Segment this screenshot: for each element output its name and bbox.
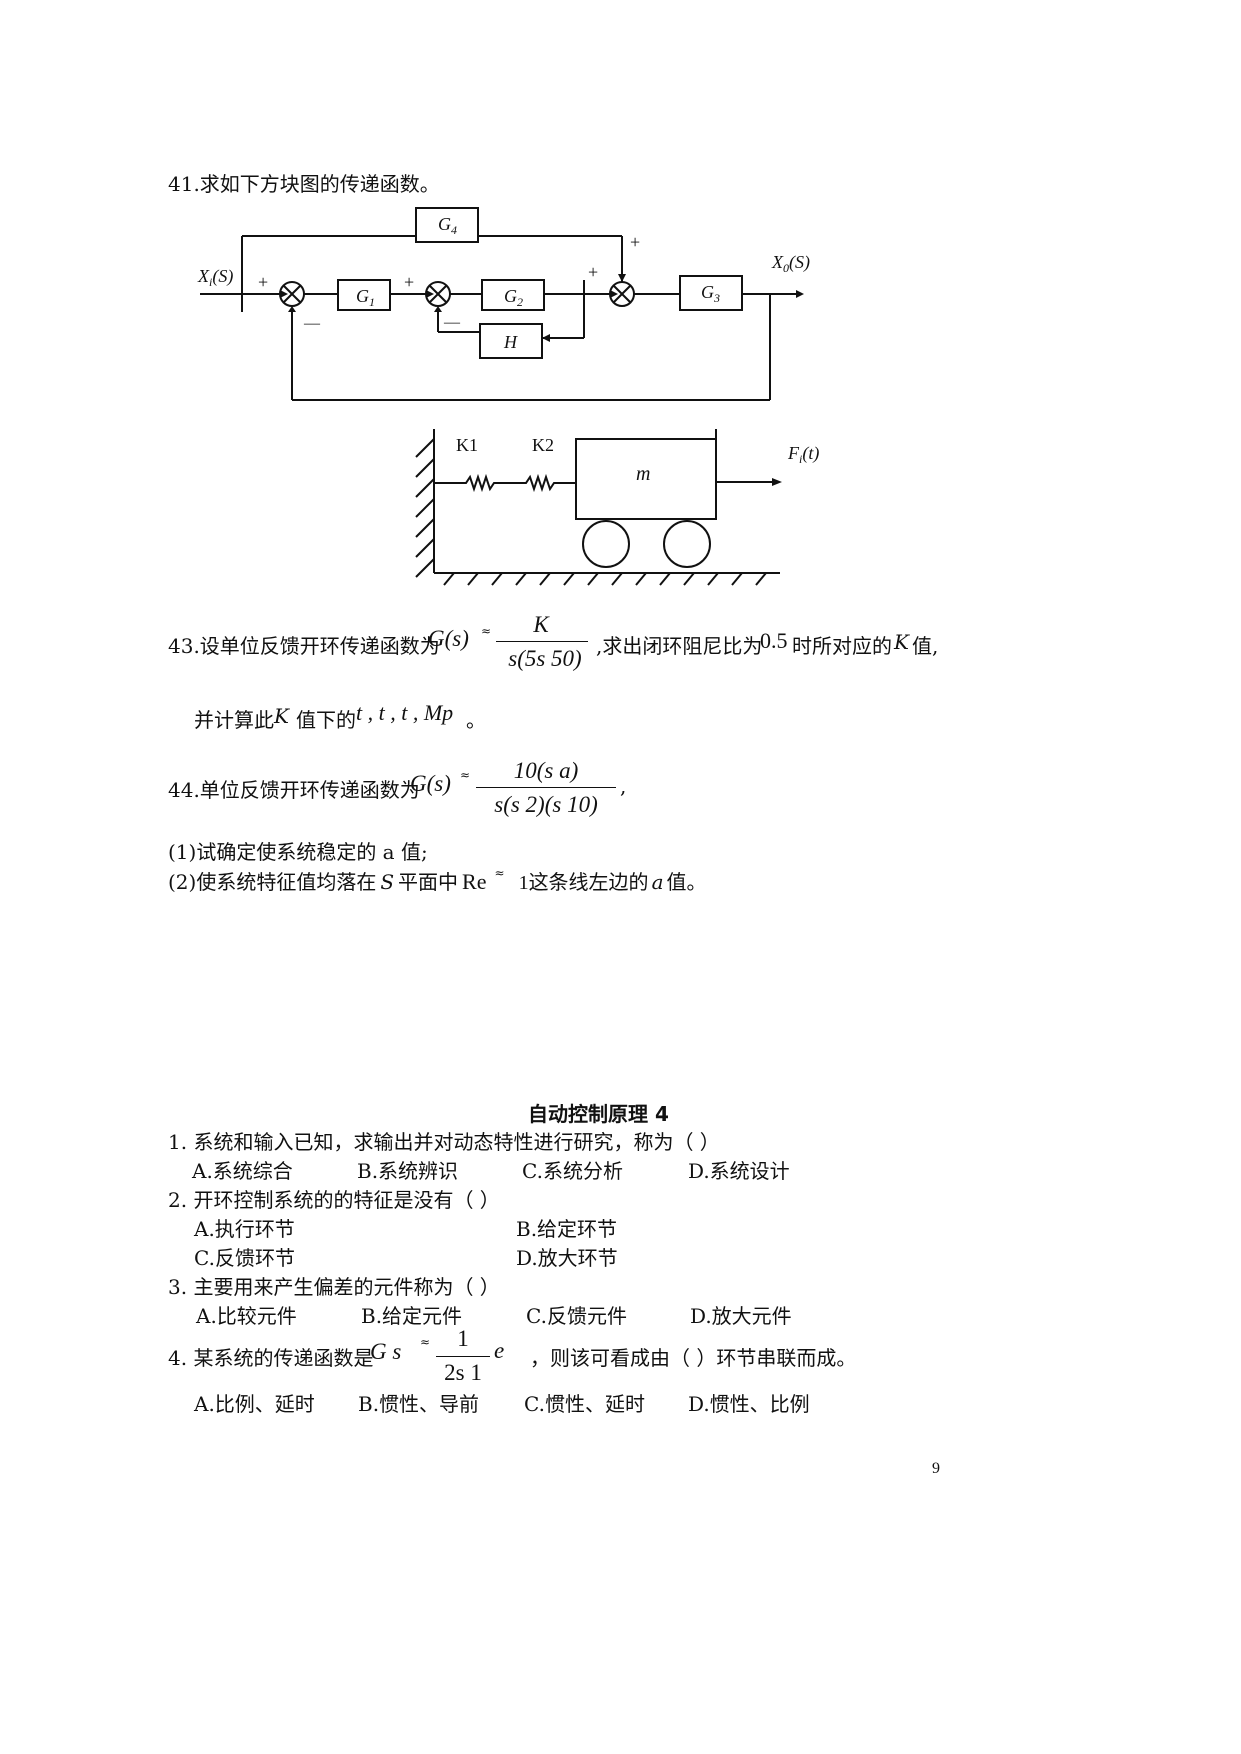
q43-suffix2: 时所对应的	[792, 634, 892, 658]
q44-denominator: s(s 2)(s 10)	[494, 792, 598, 817]
q43-params: t , t , t , Mp	[356, 700, 454, 725]
q43-func: G(s)	[428, 626, 469, 651]
mechanical-diagram: K1 K2 m Fi(t)	[415, 429, 819, 586]
q43-line2-end: 。	[466, 708, 486, 732]
q44-fraction-bar	[476, 787, 616, 788]
k1-label: K1	[456, 435, 478, 455]
q44-func: G(s)	[410, 771, 451, 796]
g1-label: G1	[356, 286, 375, 309]
k2-label: K2	[532, 435, 554, 455]
mass-label: m	[636, 463, 650, 485]
q44-item1: (1)试确定使系统稳定的 a 值;	[168, 840, 428, 864]
question-3-stem: 3. 主要用来产生偏差的元件称为（ ）	[168, 1275, 500, 1299]
plus-sign: +	[588, 262, 598, 282]
q3-option-b: B.给定元件	[361, 1304, 463, 1328]
q2-option-d: D.放大环节	[516, 1246, 618, 1270]
block-diagram: G4 G1 G2 G3 H Xi(S) X0(S) + — + — + +	[197, 207, 810, 401]
q3-option-a: A.比较元件	[196, 1304, 297, 1328]
q44-prefix: 44.单位反馈开环传递函数为	[168, 778, 420, 802]
q43-prefix: 43.设单位反馈开环传递函数为	[168, 634, 440, 658]
force-label: Fi(t)	[787, 443, 819, 466]
q4-option-a: A.比例、延时	[194, 1392, 315, 1416]
q4-option-b: B.惯性、导前	[358, 1392, 480, 1416]
q44-numerator: 10(s a)	[513, 758, 579, 783]
q43-suffix: ,求出闭环阻尼比为	[596, 634, 763, 658]
output-label: X0(S)	[771, 252, 810, 275]
q43-numerator: K	[533, 612, 549, 637]
q43-denominator: s(5s 50)	[508, 646, 582, 671]
section-title: 自动控制原理 4	[528, 1102, 669, 1126]
q4-option-d: D.惯性、比例	[688, 1392, 810, 1416]
page-number: 9	[932, 1460, 940, 1477]
g3-label: G3	[701, 282, 720, 305]
q4-eq: ≈	[420, 1335, 431, 1349]
q1-option-d: D.系统设计	[688, 1159, 790, 1183]
q4-func: G s	[370, 1339, 402, 1364]
q41-text: 41.求如下方块图的传递函数。	[168, 172, 440, 196]
g2-label: G2	[504, 286, 523, 309]
q44-eq: ≈	[460, 768, 471, 782]
q43-line2-k: K	[274, 704, 289, 728]
q43-suffix3: 值,	[912, 634, 939, 658]
question-4-stem-suffix: ，则该可看成由（ ）环节串联而成。	[530, 1346, 857, 1370]
q3-option-d: D.放大元件	[690, 1304, 792, 1328]
q3-option-c: C.反馈元件	[526, 1304, 627, 1328]
q44-suffix: ,	[620, 774, 627, 798]
q1-option-a: A.系统综合	[192, 1159, 293, 1183]
q2-option-a: A.执行环节	[194, 1217, 295, 1241]
plus-sign: +	[258, 272, 268, 292]
q4-denominator: 2s 1	[444, 1360, 482, 1385]
input-label: Xi(S)	[197, 266, 233, 289]
q4-option-c: C.惯性、延时	[524, 1392, 645, 1416]
question-4-stem-prefix: 4. 某系统的传递函数是	[168, 1346, 374, 1370]
q43-k: K	[894, 630, 909, 654]
q1-option-c: C.系统分析	[522, 1159, 623, 1183]
q43-line2-prefix: 并计算此	[194, 708, 274, 732]
g4-label: G4	[438, 214, 457, 237]
q4-exp: e	[494, 1338, 505, 1363]
q2-option-c: C.反馈环节	[194, 1246, 295, 1270]
q4-numerator: 1	[457, 1326, 469, 1351]
plus-sign: +	[404, 272, 414, 292]
minus-sign: —	[443, 314, 461, 331]
q4-fraction-bar	[436, 1356, 490, 1357]
q43-fraction-bar	[496, 641, 588, 642]
q43-line2-mid: 值下的	[296, 708, 356, 732]
q1-option-b: B.系统辨识	[357, 1159, 459, 1183]
question-1-stem: 1. 系统和输入已知，求输出并对动态特性进行研究，称为（ ）	[168, 1130, 720, 1154]
q2-option-b: B.给定环节	[516, 1217, 618, 1241]
q43-zeta: 0.5	[760, 628, 788, 653]
h-label: H	[503, 332, 518, 352]
minus-sign: —	[303, 315, 321, 332]
q43-eq: ≈	[481, 624, 492, 638]
plus-sign: +	[630, 232, 640, 252]
question-2-stem: 2. 开环控制系统的的特征是没有（ ）	[168, 1188, 500, 1212]
